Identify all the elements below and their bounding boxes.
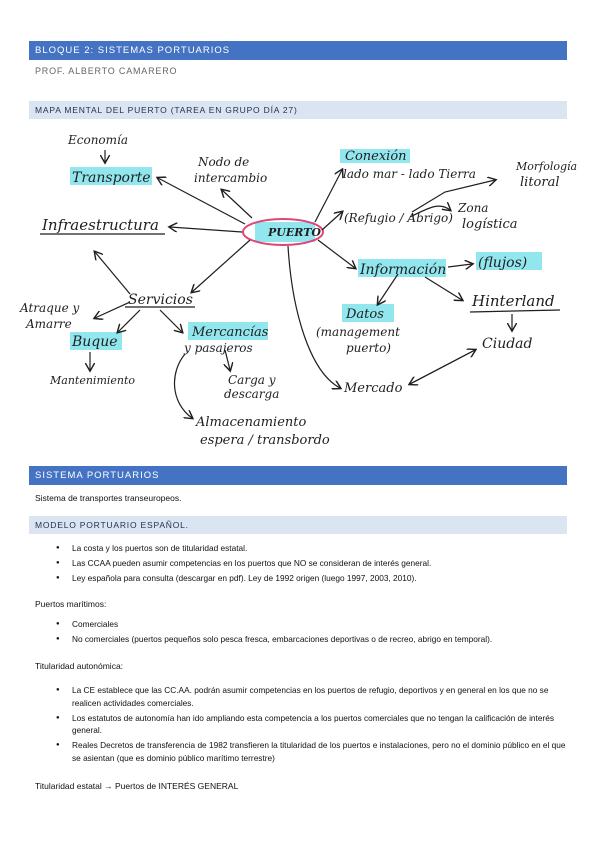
maritimos-bullets: Comerciales No comerciales (puertos pequ… <box>56 618 566 648</box>
node-almacen-line2: espera / transbordo <box>200 433 330 448</box>
highlight-puerto <box>255 222 315 242</box>
mindmap-heading: MAPA MENTAL DEL PUERTO (TAREA EN GRUPO D… <box>35 105 298 115</box>
node-carga-line1: Carga y <box>228 373 276 387</box>
list-item: La costa y los puertos son de titularida… <box>56 542 566 555</box>
list-item: Reales Decretos de transferencia de 1982… <box>56 739 566 764</box>
sistema-heading: SISTEMA PORTUARIOS <box>35 470 160 481</box>
modelo-heading: MODELO PORTUARIO ESPAÑOL. <box>35 520 189 530</box>
node-atraque-line1: Atraque y <box>19 301 79 315</box>
node-management-line2: puerto) <box>346 341 391 355</box>
block-title: BLOQUE 2: SISTEMAS PORTUARIOS <box>35 45 231 56</box>
autonomica-bullets: La CE establece que las CC.AA. podrán as… <box>56 684 566 767</box>
node-refugio: (Refugio / Abrigo) <box>344 211 453 225</box>
node-informacion: Información <box>359 262 446 278</box>
block-title-bar: BLOQUE 2: SISTEMAS PORTUARIOS <box>29 41 567 60</box>
highlight-transporte <box>70 167 152 185</box>
modelo-bullets: La costa y los puertos son de titularida… <box>56 542 566 587</box>
node-zona-line2: logística <box>462 217 518 232</box>
mind-map-drawing: PUERTO Economía Transporte Nodo de inter… <box>19 133 577 448</box>
node-pasajeros: y pasajeros <box>183 341 253 355</box>
node-buque: Buque <box>71 334 118 350</box>
autonomica-label: Titularidad autonómica: <box>35 661 124 671</box>
puerto-circle <box>242 218 324 246</box>
highlight-datos <box>342 304 394 322</box>
node-morfologia-line2: litoral <box>520 175 560 190</box>
node-infraestructura: Infraestructura <box>41 216 159 234</box>
node-management-line1: (management <box>316 325 400 339</box>
node-datos: Datos <box>345 307 384 322</box>
node-flujos: (flujos) <box>478 255 527 271</box>
highlight-buque <box>70 332 122 350</box>
list-item: Comerciales <box>56 618 566 631</box>
node-ciudad: Ciudad <box>482 336 533 352</box>
maritimos-label: Puertos marítimos: <box>35 599 107 609</box>
estatal-label: Titularidad estatal → Puertos de INTERÉS… <box>35 781 239 791</box>
list-item: La CE establece que las CC.AA. podrán as… <box>56 684 566 709</box>
highlight-flujos <box>476 252 542 270</box>
node-economia: Economía <box>67 133 128 147</box>
node-mercado: Mercado <box>343 381 403 396</box>
node-hinterland: Hinterland <box>471 292 555 310</box>
node-transporte: Transporte <box>72 170 151 186</box>
node-lado: lado mar - lado Tierra <box>343 167 476 181</box>
node-atraque-line2: Amarre <box>25 317 72 331</box>
node-zona-line1: Zona <box>457 201 488 215</box>
node-puerto: PUERTO <box>267 226 321 239</box>
highlight-conexion <box>340 149 410 163</box>
node-morfologia-line1: Morfología <box>515 160 577 173</box>
node-mercancias: Mercancías <box>191 325 269 340</box>
list-item: Las CCAA pueden asumir competencias en l… <box>56 557 566 570</box>
node-conexion: Conexión <box>345 149 407 164</box>
node-servicios: Servicios <box>128 292 193 308</box>
mindmap-heading-bar: MAPA MENTAL DEL PUERTO (TAREA EN GRUPO D… <box>29 101 567 119</box>
sistema-heading-bar: SISTEMA PORTUARIOS <box>29 466 567 485</box>
list-item: Los estatutos de autonomía han ido ampli… <box>56 712 566 737</box>
modelo-heading-bar: MODELO PORTUARIO ESPAÑOL. <box>29 516 567 534</box>
node-mantenimiento: Mantenimiento <box>49 374 135 387</box>
node-carga-line2: descarga <box>224 387 279 401</box>
node-almacen-line1: Almacenamiento <box>195 415 306 430</box>
sistema-text: Sistema de transportes transeuropeos. <box>35 493 182 503</box>
highlight-informacion <box>358 259 446 277</box>
node-nodo-line2: intercambio <box>194 171 267 185</box>
node-nodo-line1: Nodo de <box>197 155 249 169</box>
list-item: No comerciales (puertos pequeños solo pe… <box>56 633 566 646</box>
highlight-mercancias <box>188 322 268 340</box>
list-item: Ley española para consulta (descargar en… <box>56 572 566 585</box>
author-line: PROF. ALBERTO CAMARERO <box>35 66 178 76</box>
